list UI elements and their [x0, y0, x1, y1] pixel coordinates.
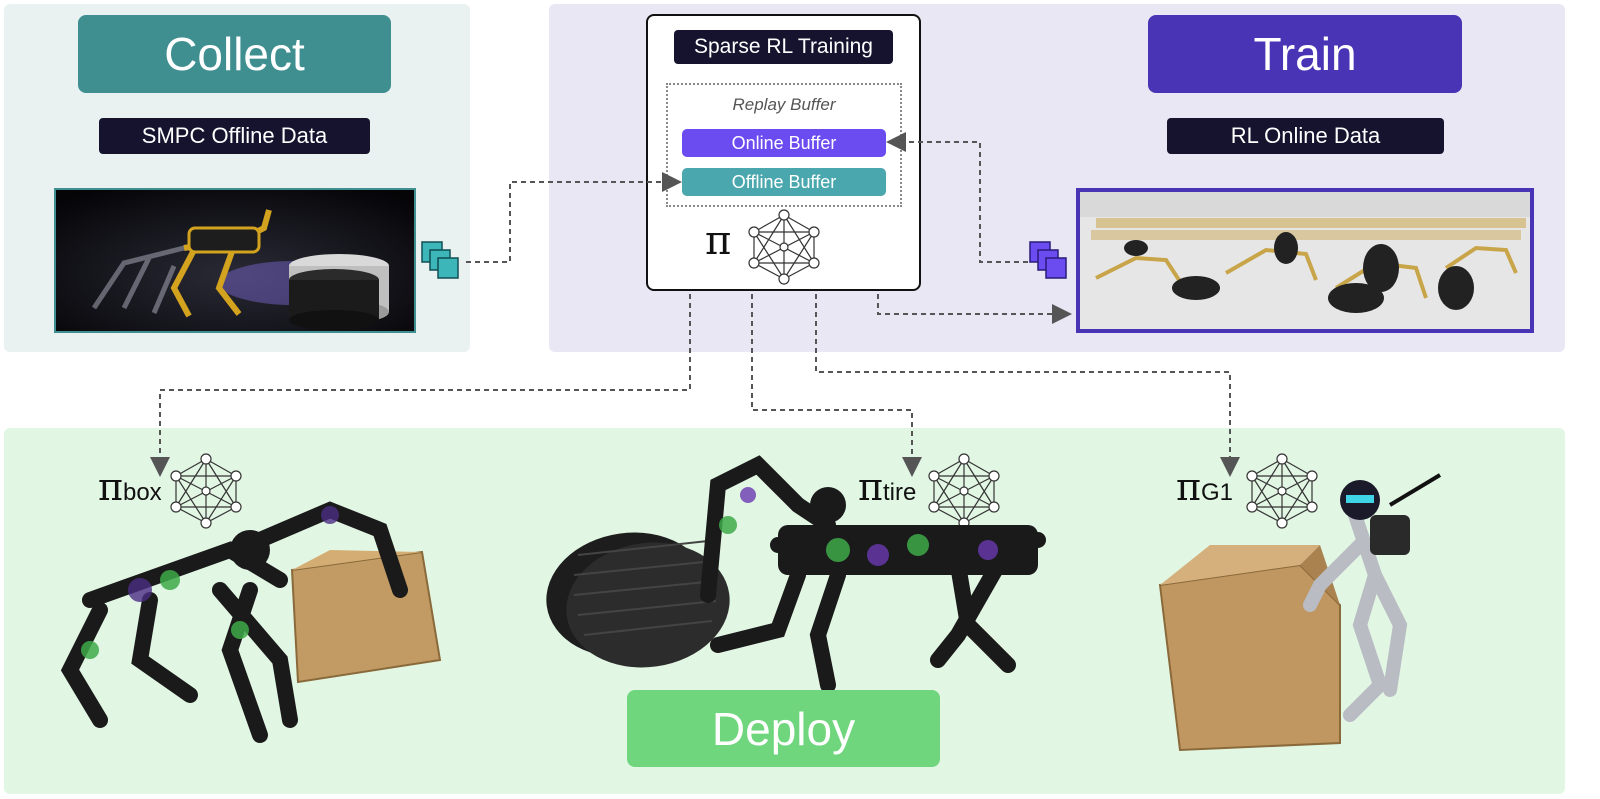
policy-box-symbol: π: [98, 465, 123, 509]
sparse-rl-training-title: Sparse RL Training: [674, 30, 893, 64]
collect-data-stack-icon: [421, 241, 459, 279]
collect-robot-image: [54, 188, 416, 333]
policy-box-label: πbox: [98, 465, 162, 509]
collect-subtitle: SMPC Offline Data: [99, 118, 370, 154]
policy-symbol: π: [705, 218, 732, 264]
replay-buffer-label: Replay Buffer: [732, 95, 836, 114]
policy-g1-network-icon: [1242, 451, 1322, 531]
train-simulation-image: [1076, 188, 1534, 333]
policy-tire-label: πtire: [858, 465, 916, 509]
spot-box-robot-image: [60, 501, 442, 743]
policy-tire-sub: tire: [882, 479, 917, 506]
policy-box-sub: box: [122, 479, 162, 506]
train-data-stack-icon: [1029, 241, 1067, 279]
policy-box-network-icon: [166, 451, 246, 531]
policy-g1-sub: G1: [1200, 479, 1233, 506]
offline-buffer: Offline Buffer: [682, 168, 886, 196]
deploy-title: Deploy: [627, 690, 940, 767]
spot-tire-robot-image: [546, 455, 1046, 693]
train-subtitle: RL Online Data: [1167, 118, 1444, 154]
policy-tire-symbol: π: [858, 465, 883, 509]
collect-title: Collect: [78, 15, 391, 93]
g1-humanoid-box-image: [1158, 473, 1442, 752]
policy-g1-label: πG1: [1176, 465, 1233, 509]
policy-network-icon: [744, 207, 824, 287]
train-title: Train: [1148, 15, 1462, 93]
online-buffer: Online Buffer: [682, 129, 886, 157]
policy-tire-network-icon: [924, 451, 1004, 531]
policy-g1-symbol: π: [1176, 465, 1201, 509]
